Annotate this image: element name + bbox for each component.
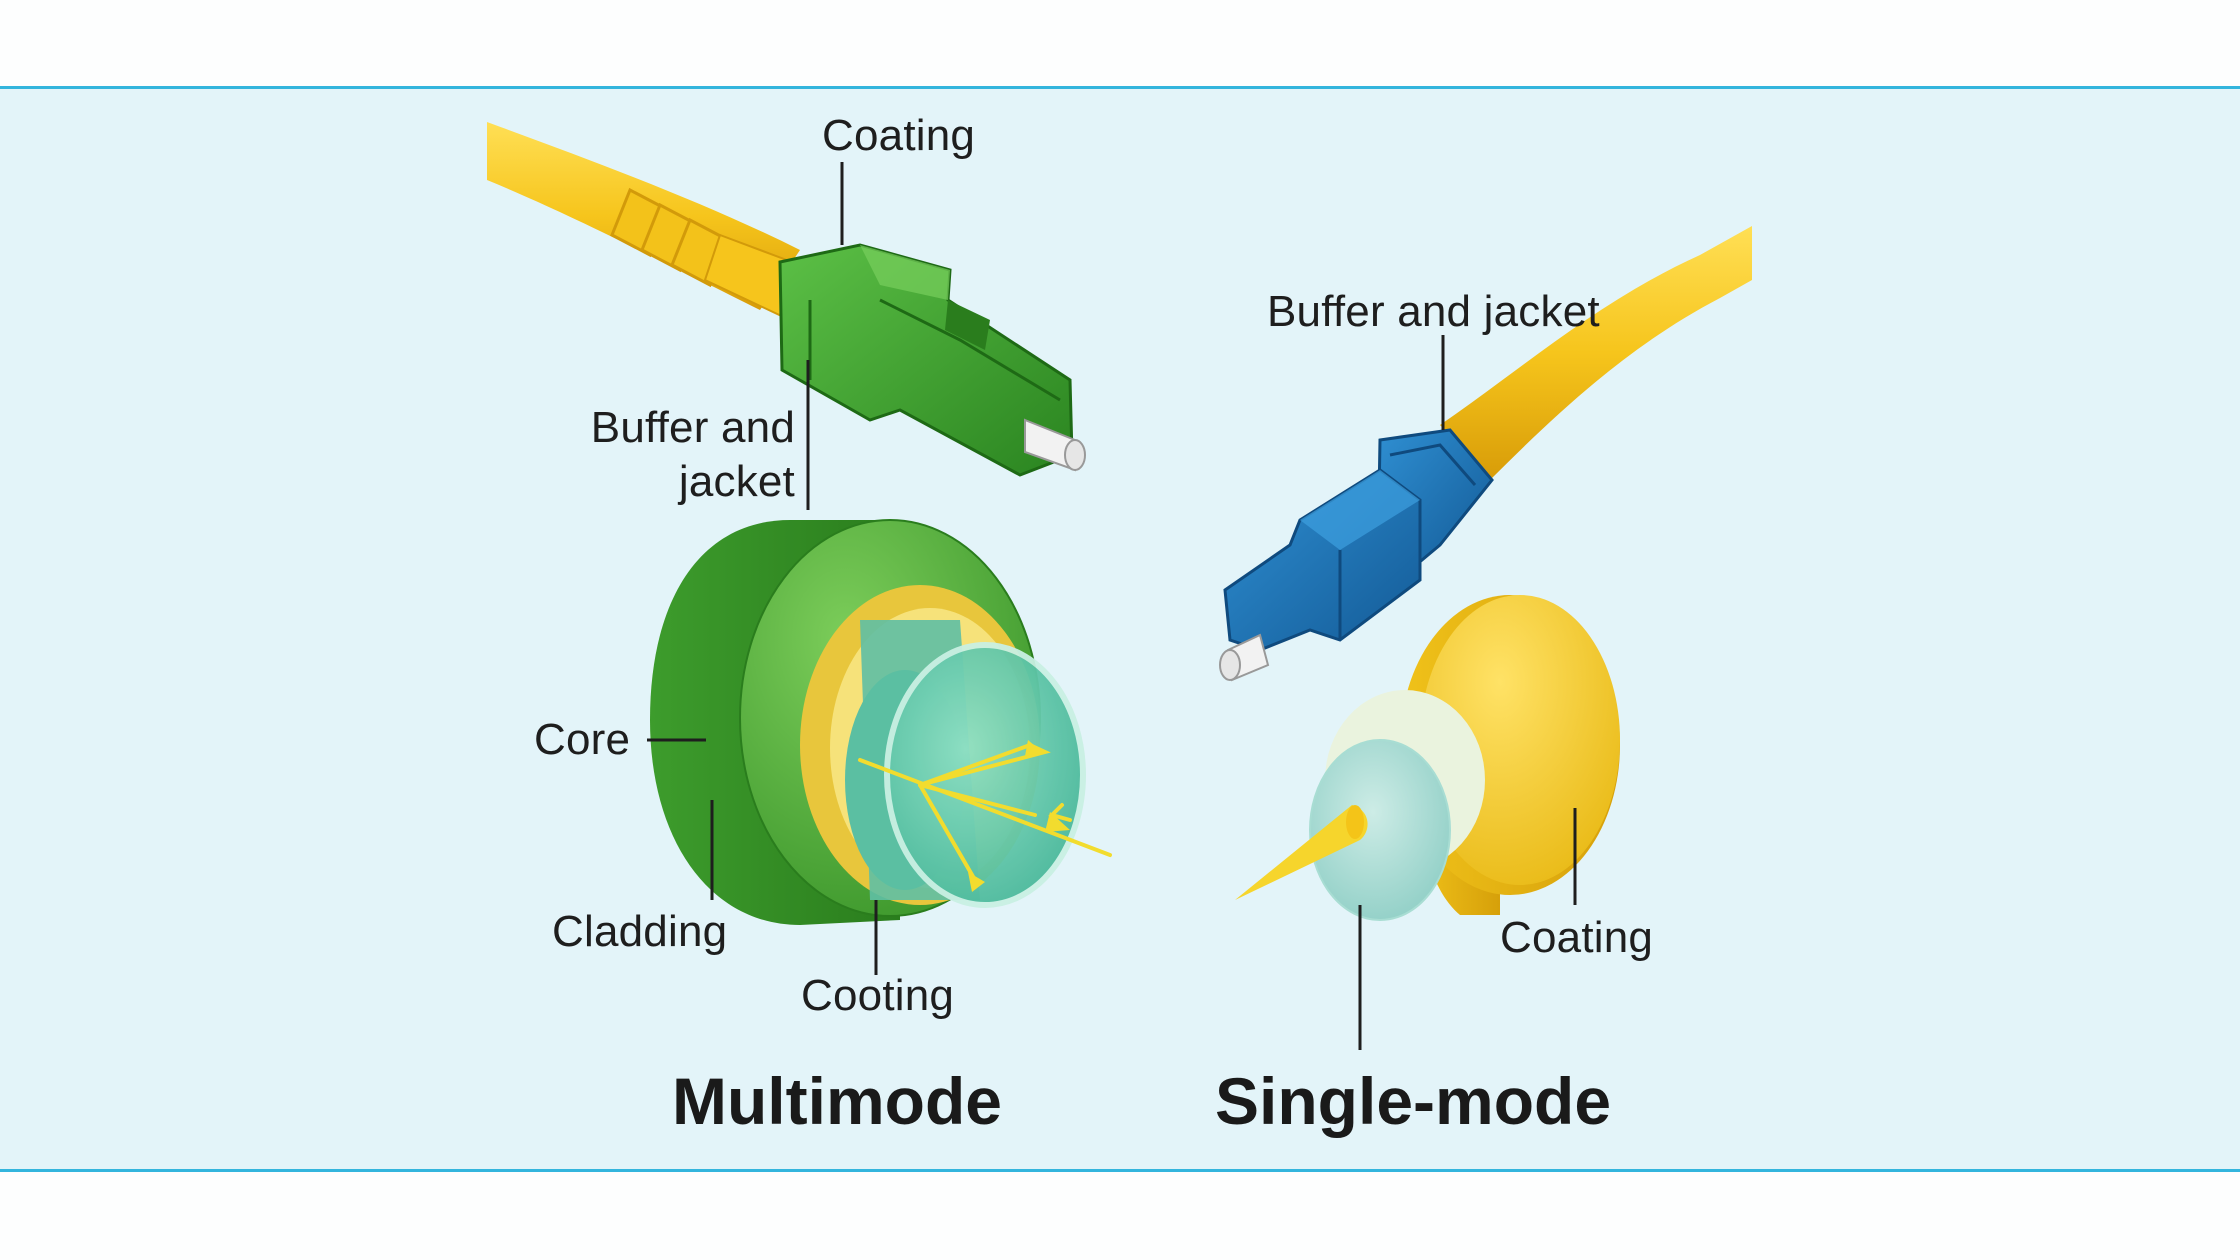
label-multimode-buffer-jacket-line1: Buffer and [590, 403, 795, 452]
label-singlemode-coating: Coating [1500, 913, 1654, 962]
singlemode-cable [1440, 226, 1752, 480]
singlemode-connector [1219, 428, 1494, 682]
multimode-cross-section [650, 519, 1112, 925]
diagram-panel [0, 86, 2240, 1172]
multimode-connector [778, 243, 1086, 477]
multimode-cable [487, 122, 802, 322]
title-singlemode: Single-mode [1215, 1064, 1612, 1138]
singlemode-cross-section [1235, 595, 1620, 921]
label-multimode-core: Core [534, 715, 631, 764]
label-singlemode-buffer-jacket: Buffer and jacket [1267, 287, 1600, 336]
label-multimode-cooting: Cooting [801, 971, 955, 1020]
multimode-ferrule [1024, 418, 1086, 472]
label-multimode-buffer-jacket-line2: jacket [678, 457, 795, 506]
singlemode-light-cone [1235, 805, 1368, 900]
singlemode-ferrule [1219, 633, 1270, 682]
label-multimode-coating: Coating [822, 111, 976, 160]
label-multimode-cladding: Cladding [552, 907, 728, 956]
title-multimode: Multimode [672, 1064, 1002, 1138]
leader-lines [647, 162, 1577, 1050]
